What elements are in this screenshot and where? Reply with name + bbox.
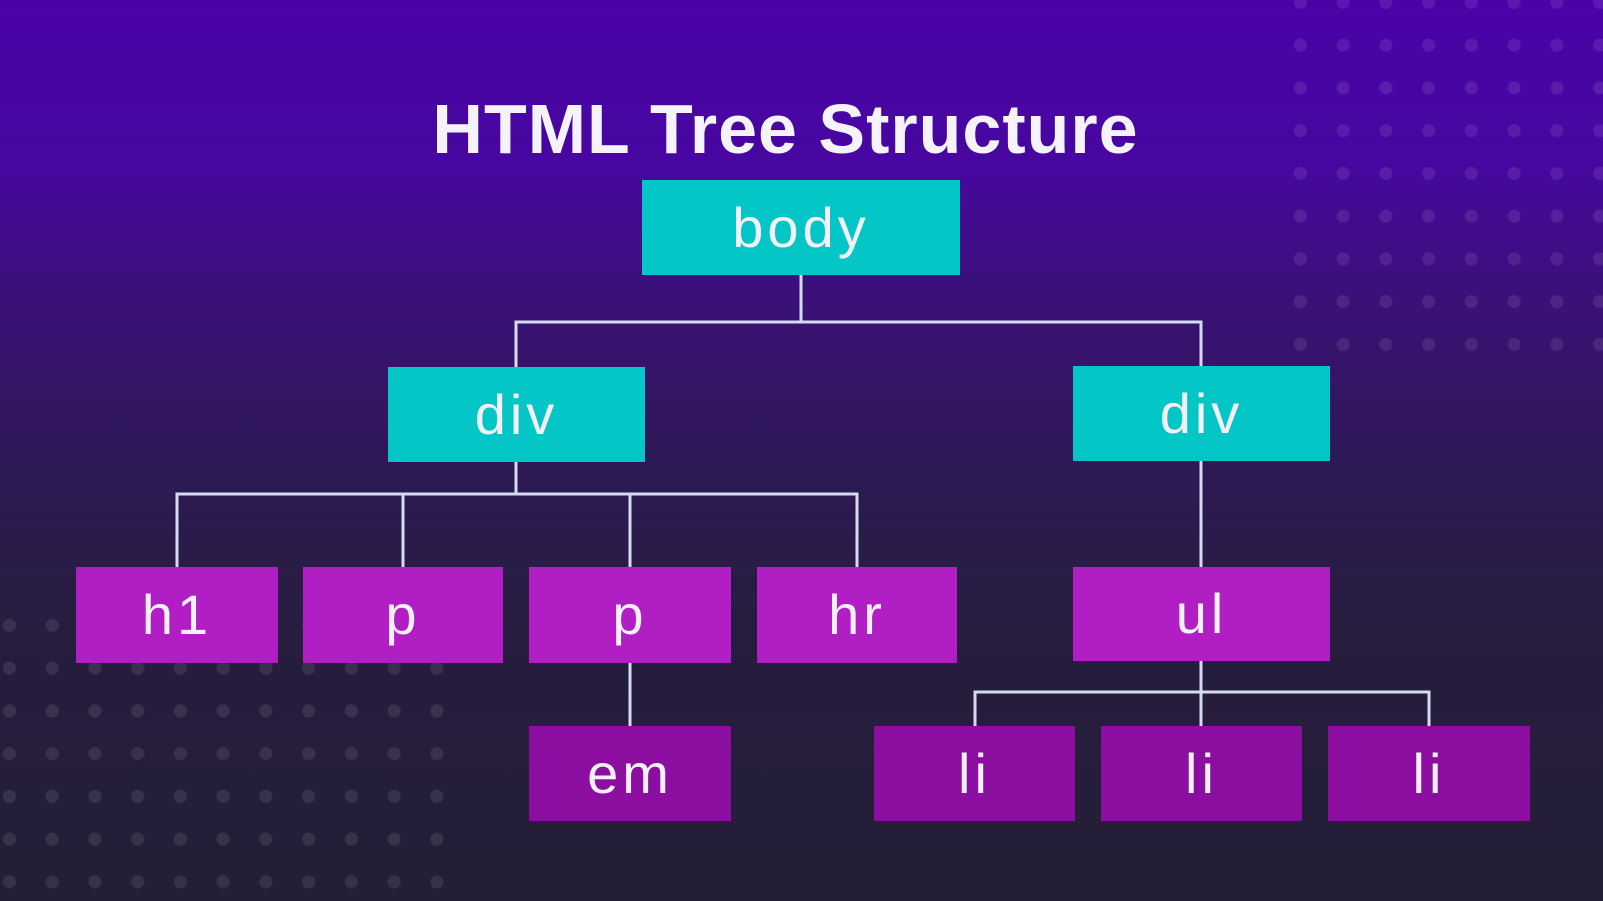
connector-divleft-to-children [175, 460, 859, 569]
node-p-2: p [529, 567, 731, 663]
connector-body-to-divs [514, 273, 1203, 369]
node-div-left: div [388, 367, 645, 462]
node-ul: ul [1073, 567, 1330, 661]
node-div-right: div [1073, 366, 1330, 461]
node-li-3: li [1328, 726, 1530, 821]
node-h1: h1 [76, 567, 278, 663]
node-p-1: p [303, 567, 503, 663]
node-body: body [642, 180, 960, 275]
node-em: em [529, 726, 731, 821]
node-li-2: li [1101, 726, 1302, 821]
node-hr: hr [757, 567, 957, 663]
node-li-1: li [874, 726, 1075, 821]
page-title: HTML Tree Structure [432, 89, 1139, 168]
connector-ul-to-lis [973, 659, 1431, 728]
